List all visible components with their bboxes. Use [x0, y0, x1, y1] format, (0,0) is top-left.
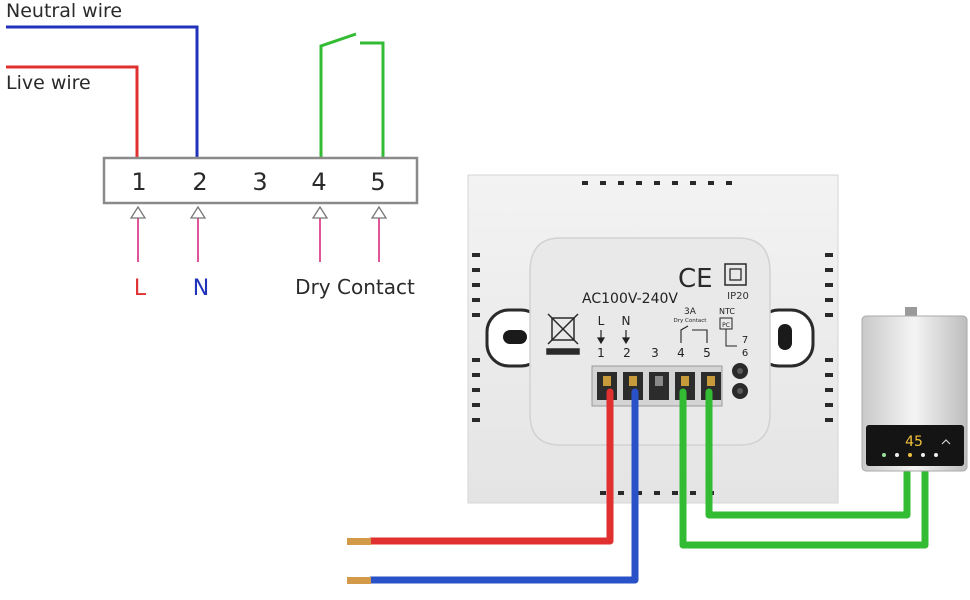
terminal-block: [102, 156, 419, 205]
device-terminal-4: 4: [677, 346, 685, 360]
pointer-arrow-1: [129, 205, 147, 262]
terminal-2: 2: [192, 168, 207, 196]
device-terminal-2: 2: [623, 346, 631, 360]
ntc-box: PC: [722, 322, 730, 329]
terminal-1: 1: [131, 168, 146, 196]
live-wire: [6, 65, 139, 158]
neutral-wire: [6, 25, 199, 158]
ce-mark: CE: [678, 264, 713, 294]
device-terminal-5: 5: [703, 346, 711, 360]
terminal-3: 3: [252, 168, 267, 196]
device-terminal-1: 1: [597, 346, 605, 360]
cables: [347, 388, 929, 584]
water-heater-temperature: 45: [905, 434, 923, 450]
label-neutral: N: [193, 276, 209, 301]
vent-slots: [472, 181, 833, 495]
dry-contact-cable-5: [705, 388, 911, 519]
device-terminal-3: 3: [651, 346, 659, 360]
neutral-wire-label: Neutral wire: [6, 0, 122, 22]
dry-contact-wire-right: [360, 41, 385, 158]
device-dry-contact-label: Dry Contact: [674, 318, 708, 324]
pointer-arrow-4: [311, 205, 329, 262]
terminal-5: 5: [370, 168, 385, 196]
l-n-arrows: [596, 330, 631, 345]
live-cable-tip: [347, 538, 371, 545]
ntc-lead-icon: [725, 329, 737, 347]
neutral-cable-tip: [347, 577, 371, 584]
relay-contact-icon: [680, 325, 708, 343]
relay-rating: 3A: [684, 307, 697, 317]
ntc-pin-7: 7: [742, 335, 748, 346]
live-cable: [367, 388, 614, 545]
live-wire-label: Live wire: [6, 72, 91, 94]
neutral-cable: [367, 388, 639, 584]
ip-rating: IP20: [727, 291, 749, 302]
device-letter-l: L: [598, 314, 605, 328]
thermostat-back-plate: CE IP20 AC100V-240V L N 3A Dry Contact N…: [467, 174, 839, 504]
schematic: Neutral wire Live wire 1 2 3 4 5: [6, 0, 419, 301]
dry-contact-wire-left: [319, 32, 357, 158]
dry-contact-cable-4: [679, 388, 929, 549]
pointer-arrow-5: [370, 205, 388, 262]
pointer-arrow-2: [189, 205, 207, 262]
label-dry-contact: Dry Contact: [295, 275, 415, 299]
weee-bin-icon: [546, 313, 580, 355]
voltage-label: AC100V-240V: [582, 291, 678, 307]
double-insulation-icon: [724, 263, 747, 286]
ntc-pin-6: 6: [742, 348, 748, 359]
label-live: L: [134, 276, 147, 301]
water-heater: 45: [861, 307, 968, 472]
water-heater-display: [866, 425, 964, 466]
device-letter-n: N: [622, 314, 631, 328]
terminal-4: 4: [311, 168, 326, 196]
ntc-label: NTC: [719, 307, 735, 316]
screw-terminal-block: [591, 365, 723, 407]
